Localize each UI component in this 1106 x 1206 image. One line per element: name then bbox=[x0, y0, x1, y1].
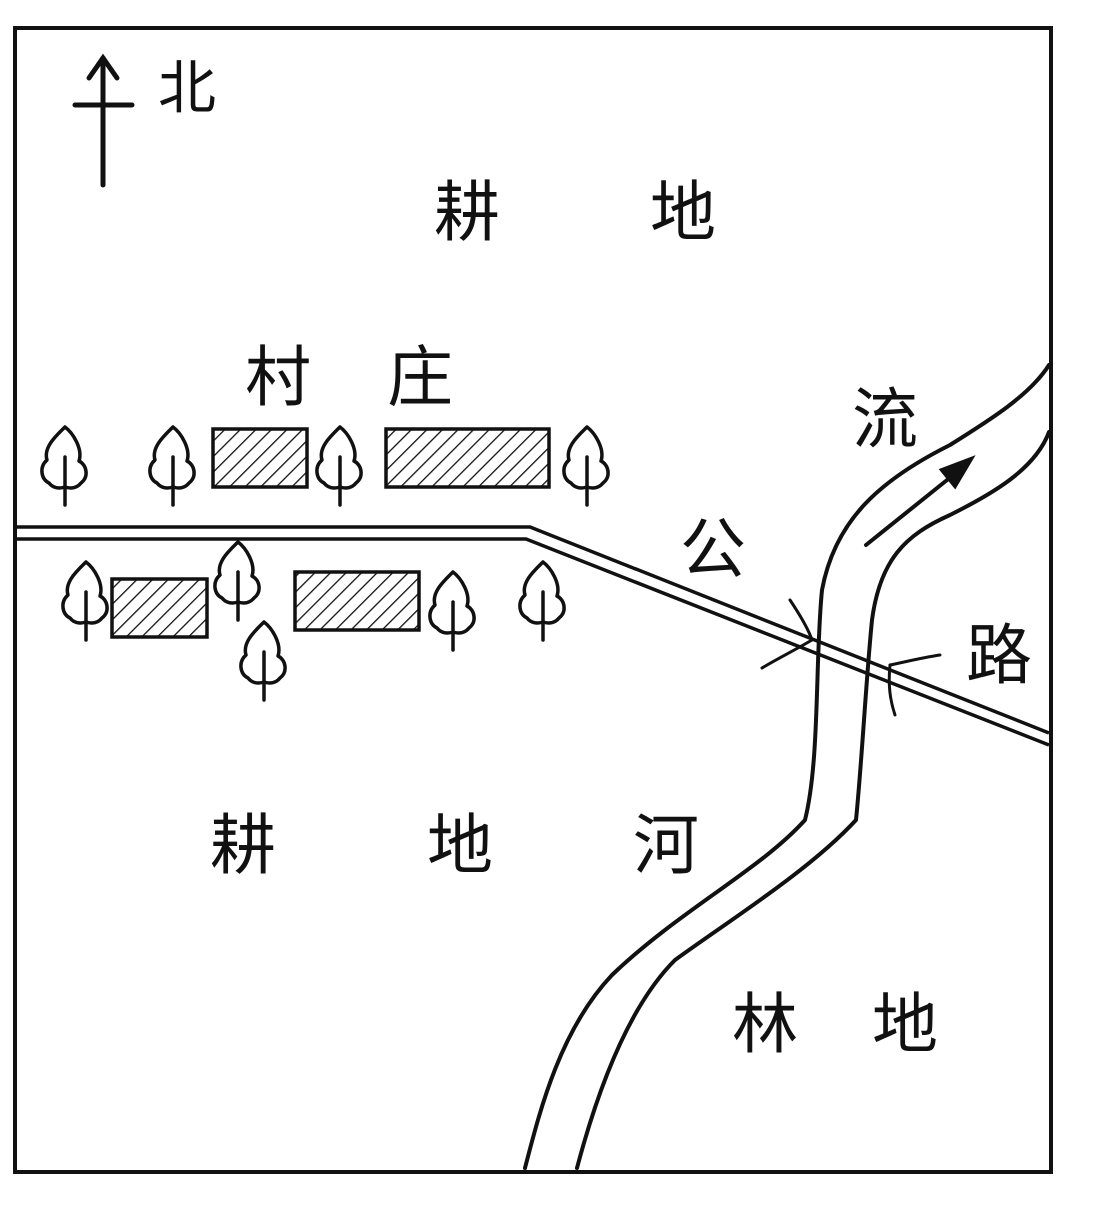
label-farmland-north-2: 地 bbox=[650, 174, 716, 251]
tree-icon bbox=[40, 425, 88, 507]
house-icon bbox=[211, 427, 309, 489]
label-forest-2: 地 bbox=[872, 986, 938, 1063]
label-farmland-north-1: 耕 bbox=[434, 174, 500, 251]
road bbox=[15, 525, 1050, 747]
river-bank-east bbox=[575, 430, 1051, 1170]
house-icon bbox=[293, 570, 421, 632]
bridge-icon bbox=[760, 598, 942, 717]
label-forest-1: 林 bbox=[732, 986, 798, 1063]
label-river-liu: 流 bbox=[852, 381, 918, 458]
label-road-gong: 公 bbox=[680, 511, 746, 588]
tree-icon bbox=[148, 425, 196, 507]
tree-icon bbox=[213, 540, 261, 622]
tree-icon bbox=[61, 560, 109, 642]
flow-direction-arrow-icon bbox=[864, 455, 976, 547]
label-village-1: 村 bbox=[245, 339, 311, 416]
north-label: 北 bbox=[158, 54, 216, 122]
label-farmland-south-2: 地 bbox=[427, 807, 493, 884]
tree-icon bbox=[239, 620, 287, 702]
label-village-2: 庄 bbox=[387, 339, 453, 416]
tree-icon bbox=[315, 425, 363, 507]
house-icon bbox=[110, 577, 209, 639]
river-bank-west bbox=[523, 363, 1051, 1170]
river bbox=[523, 363, 1051, 1170]
house-icon bbox=[384, 427, 551, 489]
label-road-lu: 路 bbox=[966, 617, 1032, 694]
house-blocks bbox=[110, 427, 551, 639]
tree-icon bbox=[428, 570, 476, 652]
map-border bbox=[13, 26, 1053, 1174]
north-arrow-icon bbox=[72, 53, 135, 188]
tree-icon bbox=[562, 425, 610, 507]
label-farmland-south-1: 耕 bbox=[210, 807, 276, 884]
tree-icon bbox=[518, 560, 566, 642]
label-river-he: 河 bbox=[633, 807, 699, 884]
